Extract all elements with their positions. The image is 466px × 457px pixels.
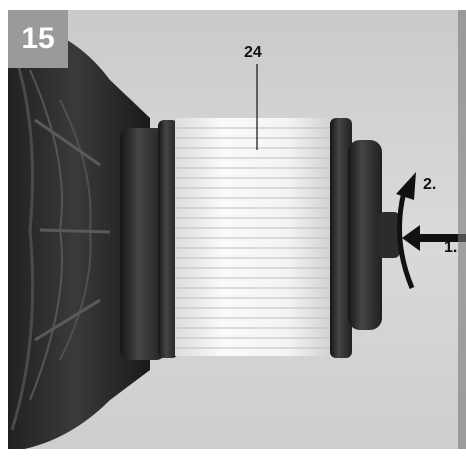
filter-front-ring [330, 118, 352, 358]
step-number: 15 [21, 22, 55, 55]
filter-rear-ring [158, 120, 178, 358]
curved-arrow-up-icon [396, 172, 416, 289]
step-one-label: 1. [444, 239, 458, 256]
housing-neck [120, 128, 166, 360]
frame-top [0, 0, 466, 10]
pleat-lines [175, 127, 335, 349]
frame-bottom [0, 449, 466, 457]
frame-left [0, 0, 8, 457]
part-number-label: 24 [244, 44, 262, 61]
filter-knob [378, 212, 400, 258]
filter-cap [348, 140, 382, 330]
step-two-label: 2. [423, 176, 437, 193]
arrow-left-icon [402, 225, 466, 251]
filter-pleats [175, 118, 335, 356]
vacuum-housing [0, 20, 150, 450]
step-badge: 15 [8, 10, 68, 68]
